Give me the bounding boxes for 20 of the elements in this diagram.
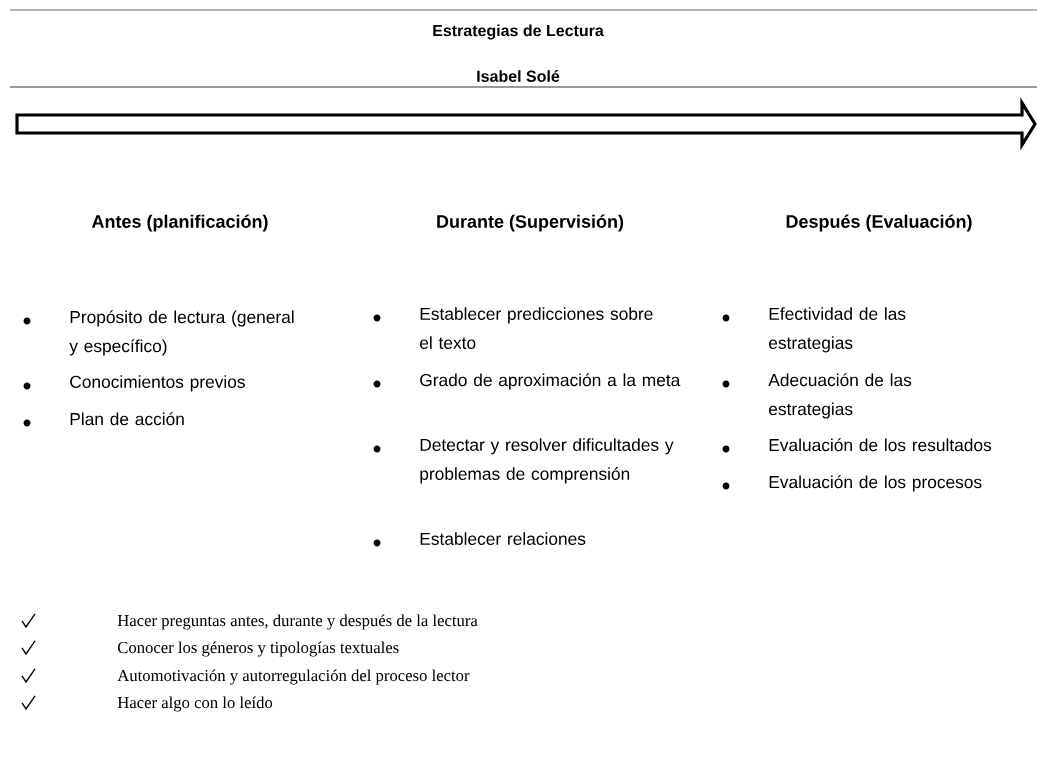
list-item: Evaluación de los resultados (769, 438, 992, 452)
list-item: Conocer los géneros y tipologías textuales (117, 641, 399, 657)
list-item: Establecer relaciones (420, 532, 586, 545)
list-item: Grado de aproximación a la meta (420, 373, 681, 390)
column-heading: Después (Evaluación) (786, 214, 972, 232)
column-heading: Durante (Supervisión) (437, 214, 624, 232)
list-item: Hacer algo con lo leído (117, 696, 273, 712)
list-item: Hacer preguntas antes, durante y después de la lectura (117, 614, 478, 630)
list-item: Detectar y resolver dificultades y problemas de comprensión (420, 438, 674, 484)
column-heading: Antes (planificación) (91, 214, 268, 232)
subtitle: Isabel Solé (477, 70, 560, 82)
list-item: Propósito de lectura (general y específico) (69, 310, 294, 356)
list-item: Automotivación y autorregulación del proceso lector (117, 669, 470, 685)
list-item: Plan de acción (70, 412, 184, 426)
list-item: Establecer predicciones sobre el texto (420, 307, 653, 349)
title: Estrategias de Lectura (433, 24, 604, 40)
list-item: Evaluación de los procesos (769, 475, 982, 492)
list-item: Conocimientos previos (70, 375, 245, 392)
list-item: Adecuación de las estrategias (768, 373, 912, 419)
list-item: Efectividad de las estrategias (769, 307, 906, 353)
